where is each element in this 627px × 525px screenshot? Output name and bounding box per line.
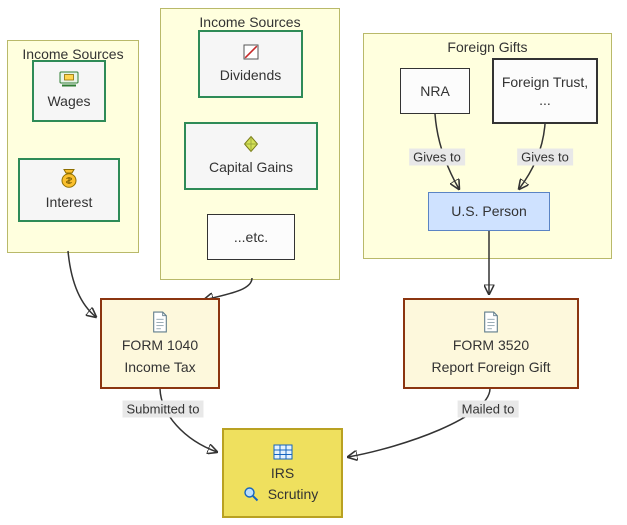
- node-label: Dividends: [219, 67, 282, 84]
- node-label: Interest: [45, 194, 93, 211]
- document-icon: [153, 311, 167, 333]
- node-foreign-trust: Foreign Trust, ...: [492, 58, 598, 124]
- node-interest: Interest: [18, 158, 120, 222]
- node-form-1040: FORM 1040 Income Tax: [100, 298, 220, 389]
- edge-form3520-to-irs: [348, 388, 491, 457]
- banknote-icon: [59, 71, 79, 87]
- edge-form1040-to-irs: [159, 388, 217, 452]
- node-wages: Wages: [32, 60, 106, 122]
- irs-scrutiny-row: Scrutiny: [243, 485, 323, 503]
- edge-label-gives-to-nra: Gives to: [409, 148, 465, 166]
- node-etc: ...etc.: [207, 214, 295, 260]
- edge-income-middle-to-form1040: [204, 277, 253, 300]
- node-title: IRS: [270, 464, 295, 481]
- node-label: Foreign Trust, ...: [501, 73, 589, 108]
- document-icon: [484, 311, 498, 333]
- node-irs: IRS Scrutiny: [222, 428, 343, 518]
- node-title: FORM 1040: [121, 337, 199, 354]
- node-label: ...etc.: [233, 228, 269, 245]
- group-title-foreign-gifts: Foreign Gifts: [447, 39, 528, 55]
- node-us-person: U.S. Person: [428, 192, 550, 231]
- node-subtitle: Income Tax: [124, 358, 196, 375]
- table-icon: [273, 444, 292, 460]
- node-label: Wages: [47, 93, 91, 110]
- node-dividends: Dividends: [198, 30, 303, 98]
- edge-label-mailed-to: Mailed to: [457, 400, 519, 418]
- node-label: Capital Gains: [208, 159, 294, 176]
- node-capital-gains: Capital Gains: [184, 122, 318, 190]
- group-title-income-left: Income Sources: [22, 46, 124, 62]
- magnifier-icon: [244, 487, 258, 502]
- node-title: FORM 3520: [452, 337, 530, 354]
- edge-label-gives-to-trust: Gives to: [517, 148, 573, 166]
- node-form-3520: FORM 3520 Report Foreign Gift: [403, 298, 579, 389]
- node-subtitle: Report Foreign Gift: [431, 358, 551, 375]
- money-bag-icon: [61, 169, 77, 189]
- node-label: NRA: [420, 82, 450, 99]
- edge-label-submitted-to: Submitted to: [122, 400, 204, 418]
- node-nra: NRA: [400, 68, 470, 114]
- edge-income-left-to-form1040: [67, 250, 96, 317]
- node-label: U.S. Person: [451, 203, 527, 220]
- group-title-income-middle: Income Sources: [199, 14, 301, 30]
- certificate-icon: [243, 44, 258, 60]
- node-subtitle: Scrutiny: [267, 486, 319, 502]
- gem-icon: [243, 136, 259, 153]
